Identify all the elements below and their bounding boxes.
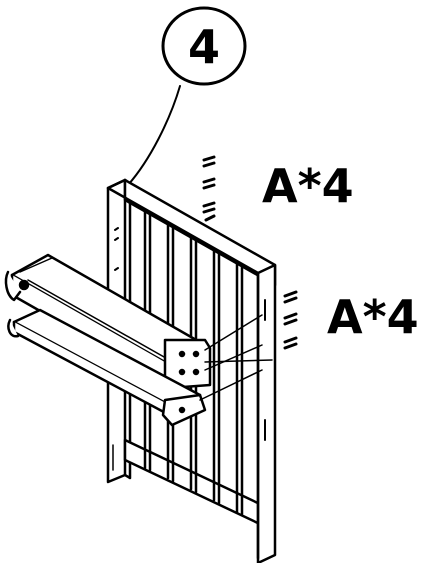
- back-panel: [106, 178, 277, 563]
- step-leader-line: [127, 85, 181, 186]
- top-screw-group: [202, 155, 216, 222]
- guide-lines: [199, 314, 273, 401]
- top-screw-callout: A*4: [262, 159, 354, 213]
- side-screw-group: [283, 290, 298, 350]
- side-screw-callout: A*4: [327, 290, 419, 344]
- lower-rail: [7, 308, 207, 427]
- step-badge: 4: [161, 6, 247, 86]
- step-number: 4: [188, 20, 220, 74]
